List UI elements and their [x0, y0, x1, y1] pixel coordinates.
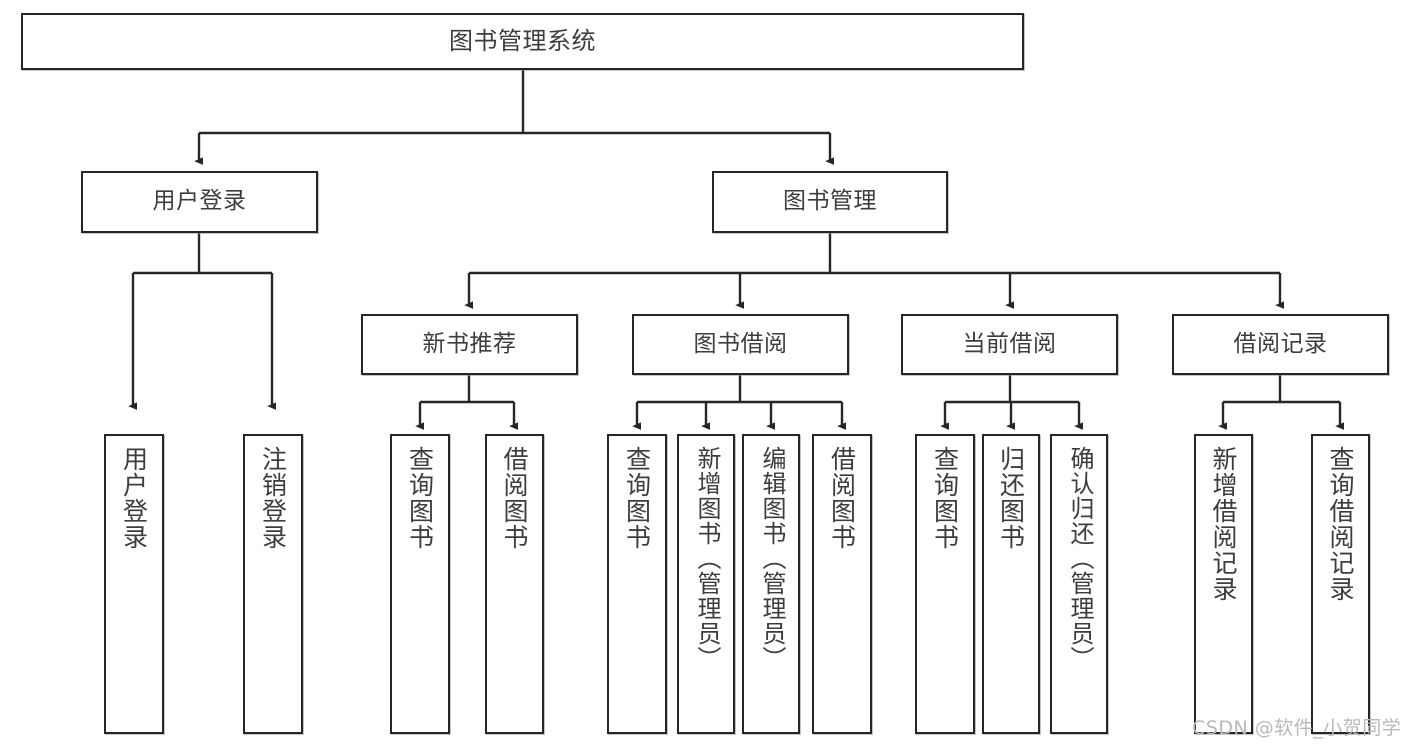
node-label: 查询借阅记录 [1326, 446, 1355, 602]
node-label: 借阅图书 [827, 446, 857, 550]
leaf-new-book-borrow-book[interactable]: 借阅图书 [485, 434, 544, 734]
node-book-management[interactable]: 图书管理 [712, 171, 948, 233]
node-label: 确认归还（管理员） [1065, 446, 1094, 671]
node-label: 注销登录 [258, 446, 288, 550]
leaf-record-add-borrow-record[interactable]: 新增借阅记录 [1194, 434, 1253, 734]
leaf-borrow-query-book[interactable]: 查询图书 [607, 434, 667, 734]
node-new-book-recommendation[interactable]: 新书推荐 [361, 314, 578, 375]
node-label: 查询图书 [405, 446, 435, 550]
leaf-current-confirm-return-admin[interactable]: 确认归还（管理员） [1050, 434, 1108, 734]
node-label: 归还图书 [996, 446, 1026, 550]
node-book-borrowing[interactable]: 图书借阅 [632, 314, 849, 375]
node-label: 编辑图书（管理员） [757, 446, 786, 671]
node-root-book-management-system[interactable]: 图书管理系统 [21, 13, 1024, 70]
node-label: 用户登录 [152, 188, 247, 215]
node-label: 新增图书（管理员） [692, 446, 721, 671]
node-label: 当前借阅 [962, 330, 1057, 357]
node-user-login[interactable]: 用户登录 [81, 171, 318, 233]
leaf-user-login-login[interactable]: 用户登录 [104, 434, 164, 734]
node-label: 查询图书 [622, 446, 652, 550]
leaf-new-book-query-book[interactable]: 查询图书 [390, 434, 450, 734]
node-label: 查询图书 [930, 446, 960, 550]
leaf-current-return-book[interactable]: 归还图书 [982, 434, 1040, 734]
csdn-watermark: CSDN @软件_小贺同学 [1192, 717, 1402, 739]
leaf-borrow-edit-book-admin[interactable]: 编辑图书（管理员） [742, 434, 800, 734]
node-label: 新增借阅记录 [1209, 446, 1238, 602]
node-label: 图书借阅 [693, 330, 788, 357]
leaf-borrow-add-book-admin[interactable]: 新增图书（管理员） [677, 434, 735, 734]
leaf-current-query-book[interactable]: 查询图书 [915, 434, 975, 734]
leaf-user-login-logout[interactable]: 注销登录 [243, 434, 303, 734]
leaf-borrow-borrow-book[interactable]: 借阅图书 [812, 434, 872, 734]
node-label: 图书管理 [783, 188, 877, 215]
node-label: 用户登录 [119, 446, 149, 550]
node-label: 借阅图书 [500, 446, 529, 550]
node-label: 图书管理系统 [449, 27, 596, 56]
node-label: 新书推荐 [422, 330, 517, 357]
node-borrowing-records[interactable]: 借阅记录 [1172, 314, 1389, 375]
node-current-borrowing[interactable]: 当前借阅 [901, 314, 1118, 375]
leaf-record-query-borrow-record[interactable]: 查询借阅记录 [1311, 434, 1370, 734]
node-label: 借阅记录 [1233, 330, 1328, 357]
